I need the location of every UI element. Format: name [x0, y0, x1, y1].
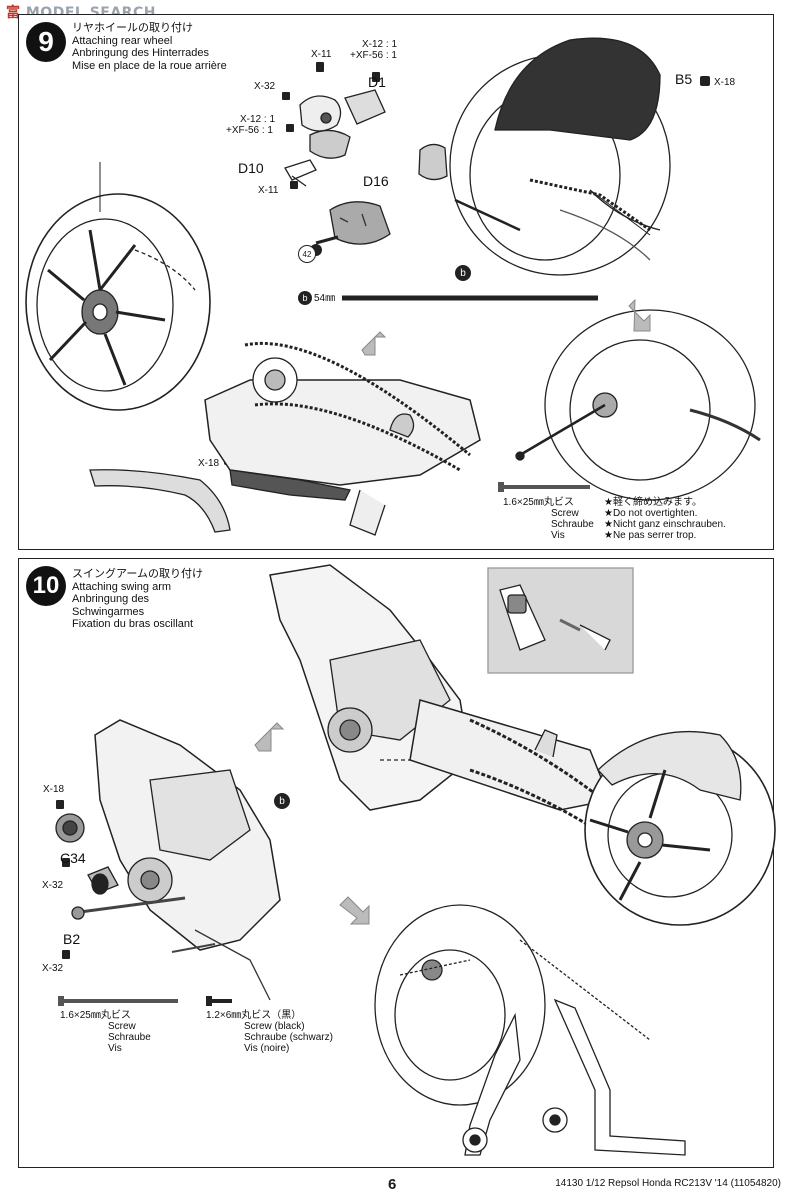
step-10-b-marker: b: [274, 793, 290, 809]
step-9-screw-size: 1.6×25㎜丸ビス: [503, 497, 574, 508]
step-9-b-marker-text: b: [460, 267, 466, 279]
step-9-note: ★軽く締め込みます。 ★Do not overtighten. ★Nicht g…: [604, 497, 726, 541]
step-10-screw2-fr: Vis (noire): [244, 1043, 290, 1054]
step-10-screw2-de: Schraube (schwarz): [244, 1032, 333, 1043]
rear-wheel-step10: [584, 730, 776, 926]
step-9-screw-callout: 1.6×25㎜丸ビス Screw Schraube Vis: [503, 497, 594, 541]
rear-wheel: [25, 162, 211, 411]
step-9-length-b-marker: b: [298, 291, 312, 305]
rear-axle-installed: [515, 309, 761, 501]
label-x12-mid: X-12 : 1: [240, 114, 276, 125]
length-54mm-label: 54㎜: [314, 293, 336, 304]
step-10-screw1-size: 1.6×25㎜丸ビス: [60, 1010, 131, 1021]
step-10-b-marker-text: b: [279, 795, 285, 807]
label-x11-low: X-11: [258, 185, 279, 196]
step-10-screw1-fr: Vis: [108, 1043, 122, 1054]
step-10-title-jp: スイングアームの取り付け: [72, 568, 204, 580]
page-number: 6: [388, 1176, 397, 1193]
footer-product-info: 14130 1/12 Repsol Honda RC213V '14 (1105…: [555, 1178, 781, 1189]
step-10-screw1-callout: 1.6×25㎜丸ビス Screw Schraube Vis: [60, 1010, 151, 1054]
label-b2: B2: [63, 931, 81, 947]
label-x12-top: X-12 : 1: [362, 39, 398, 50]
swing-arm: [204, 341, 481, 536]
step-9-number: 9: [26, 22, 66, 62]
rear-fender-assembly: [418, 37, 671, 276]
step-10-number: 10: [26, 566, 66, 606]
frame-engine-top: [269, 564, 471, 811]
step-10-title: スイングアームの取り付け Attaching swing arm Anbring…: [72, 568, 203, 631]
paddock-stand: [374, 904, 686, 1156]
step-9-title-en: Attaching rear wheel: [72, 34, 173, 47]
step-9-screw-en: Screw: [551, 508, 579, 519]
label-x32-a: X-32: [42, 880, 64, 891]
label-x18-step10: X-18: [43, 784, 65, 795]
part-42-text: 42: [302, 249, 312, 259]
step-9-note-de: ★Nicht ganz einschrauben.: [604, 519, 726, 530]
label-x18-top: X-18: [714, 77, 736, 88]
step-10-screw2-size: 1.2×6㎜丸ビス（黒）: [206, 1010, 302, 1021]
label-x11-top: X-11: [311, 49, 332, 60]
label-d1: D1: [368, 74, 386, 90]
step-9-screw-fr: Vis: [551, 530, 565, 541]
step-10-title-de: Anbringung des: [72, 593, 150, 605]
step-10-screw2-callout: 1.2×6㎜丸ビス（黒） Screw (black) Schraube (sch…: [206, 1010, 333, 1054]
step-10-screw1-de: Schraube: [108, 1032, 151, 1043]
label-d16: D16: [363, 173, 389, 189]
label-x32: X-32: [254, 81, 276, 92]
label-xf56-mid: +XF-56 : 1: [226, 125, 273, 136]
step-10-screw1-en: Screw: [108, 1021, 136, 1032]
label-c34: C34: [60, 850, 86, 866]
label-x32-b: X-32: [42, 963, 64, 974]
label-d10: D10: [238, 160, 264, 176]
step-9-note-en: ★Do not overtighten.: [604, 508, 698, 519]
step-9-title-de: Anbringung des Hinterrades: [72, 47, 209, 59]
step-9-note-jp: ★軽く締め込みます。: [604, 497, 702, 508]
step-9-title-fr: Mise en place de la roue arrière: [72, 59, 227, 72]
step-10-title-fr: Fixation du bras oscillant: [72, 618, 194, 630]
step-9-illustration: [25, 37, 761, 536]
label-xf56-top: +XF-56 : 1: [350, 50, 397, 61]
step-9-length-b-marker-text: b: [302, 293, 308, 303]
label-x18-low: X-18: [198, 458, 220, 469]
step-9-title-jp: リヤホイールの取り付け: [72, 22, 193, 34]
step-10-title-en: Attaching swing arm: [72, 580, 172, 593]
frame-engine-lower: [94, 719, 281, 1001]
step-9-title: リヤホイールの取り付け Attaching rear wheel Anbring…: [72, 22, 227, 72]
label-b5: B5: [675, 71, 693, 87]
watermark-logo: 富: [6, 5, 21, 21]
step-9-note-fr: ★Ne pas serrer trop.: [604, 530, 697, 541]
step-9-b-marker: b: [455, 265, 471, 281]
hub-parts-exploded: [284, 89, 391, 245]
step-10-screw2-en: Screw (black): [244, 1021, 305, 1032]
step-9-screw-de: Schraube: [551, 519, 594, 530]
step-10-title-de2: Schwingarmes: [72, 605, 145, 618]
part-42-marker: 42: [298, 245, 316, 263]
